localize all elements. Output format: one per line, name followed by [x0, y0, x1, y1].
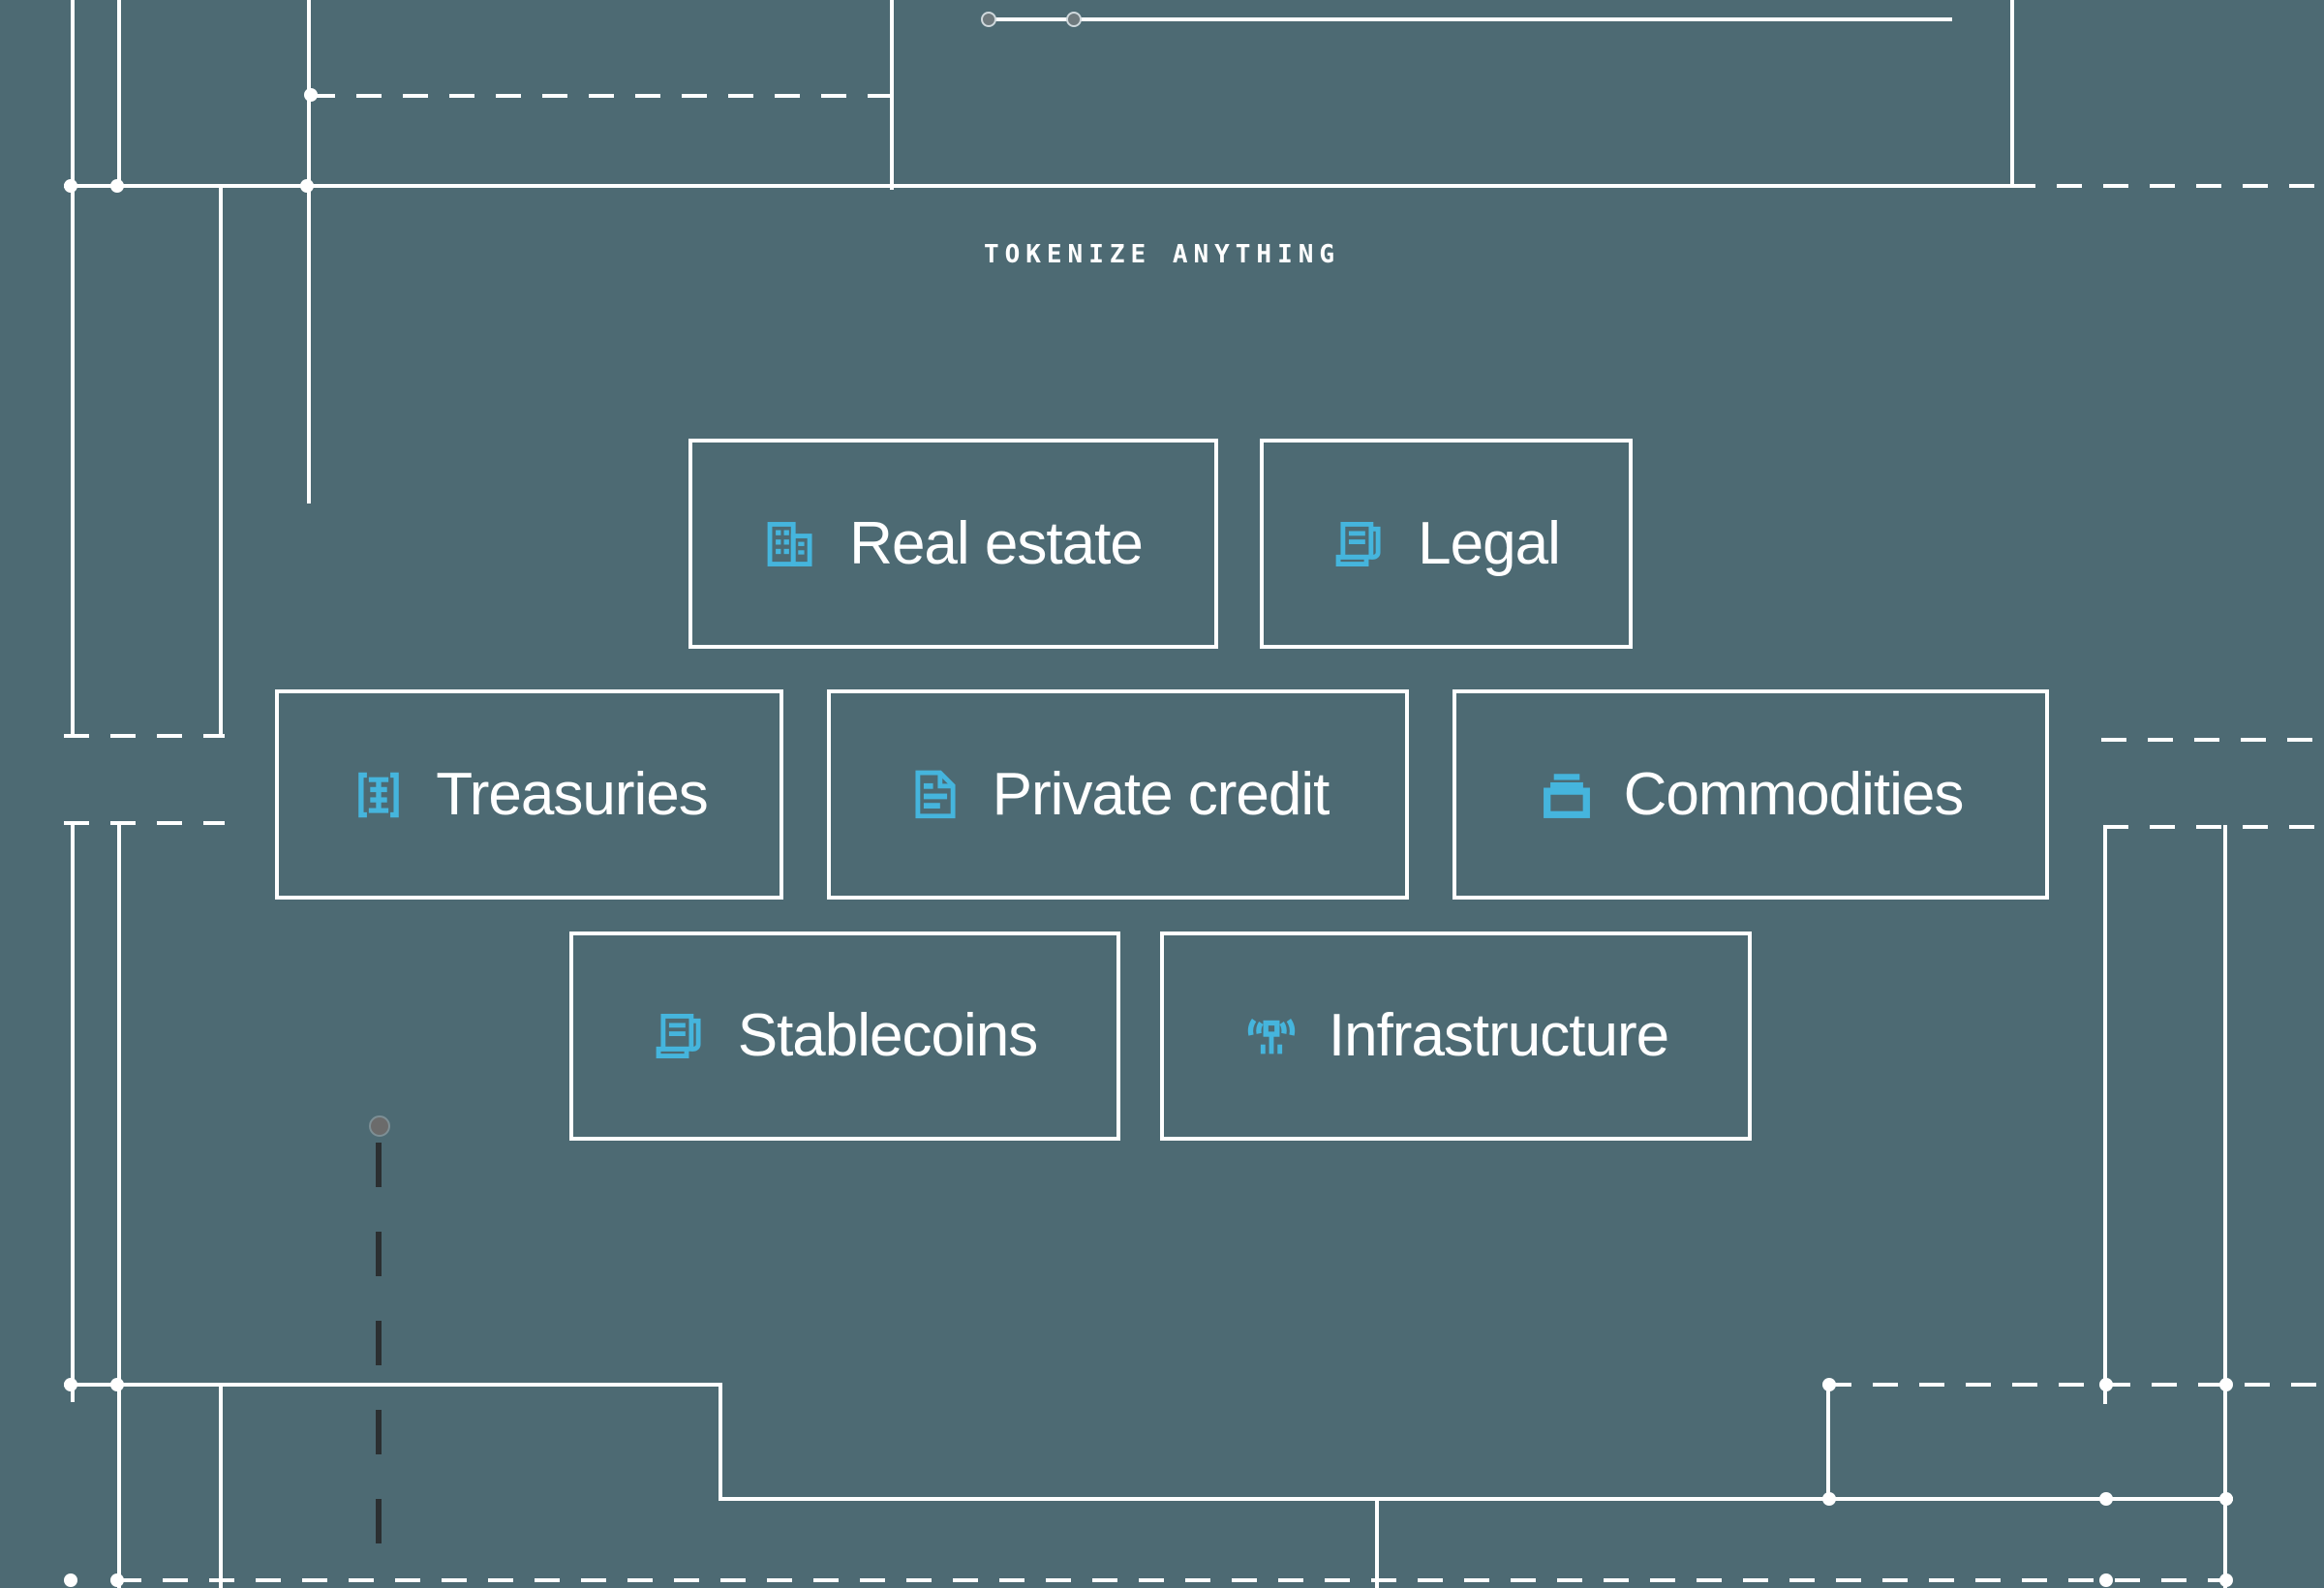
top-rail-handle-1[interactable] — [981, 12, 996, 27]
category-label: Legal — [1418, 509, 1561, 577]
grid-node-br-b — [2099, 1378, 2113, 1391]
grid-node-bottom-d — [2219, 1573, 2233, 1587]
grid-dash-upper-right — [2010, 184, 2324, 188]
grid-vline-left-h — [71, 821, 75, 1402]
grid-node-br-e — [2099, 1492, 2113, 1506]
grid-hline-lower — [64, 1383, 722, 1387]
dark-dashed-branch — [376, 1143, 382, 1588]
grid-node-bl-b — [110, 1378, 124, 1391]
top-rail-dashed-tail — [1075, 17, 1956, 21]
grid-vline-bottom-b — [1375, 1497, 1379, 1588]
grid-vline-left-a — [71, 0, 75, 190]
grid-vline-bottom-a — [719, 1383, 722, 1501]
grid-node-br-a — [1822, 1378, 1836, 1391]
page-title: TOKENIZE ANYTHING — [983, 240, 1341, 269]
grid-vline-left-e — [71, 184, 75, 736]
grid-vline-left-j — [219, 1385, 223, 1588]
grid-vline-right-d — [1826, 1383, 1830, 1499]
grid-node-bottom-b — [110, 1573, 124, 1587]
category-pill-private-credit[interactable]: Private credit — [827, 689, 1409, 900]
grid-vline-left-b — [117, 0, 121, 190]
grid-vline-right-b — [2103, 825, 2107, 1404]
grid-node-br-c — [2219, 1378, 2233, 1391]
grid-vline-left-i — [117, 821, 121, 1588]
grid-node-bottom-c — [2099, 1573, 2113, 1587]
grid-dash-bottom — [116, 1578, 2227, 1582]
grid-node-bl-a — [64, 1378, 77, 1391]
category-label: Private credit — [992, 760, 1330, 828]
category-pill-legal[interactable]: Legal — [1260, 439, 1633, 649]
dark-branch-node — [369, 1115, 390, 1137]
grid-vline-left-f — [219, 184, 223, 736]
grid-node-ul-b — [110, 179, 124, 193]
category-pill-commodities[interactable]: Commodities — [1452, 689, 2049, 900]
category-label: Treasuries — [436, 760, 709, 828]
grid-vline-right-a — [2010, 0, 2014, 184]
category-label: Stablecoins — [737, 1002, 1039, 1069]
grid-node-bottom-a — [64, 1573, 77, 1587]
grid-dash-right-1 — [2101, 738, 2324, 742]
document-icon — [907, 767, 963, 823]
scroll-icon — [1332, 516, 1389, 572]
category-label: Infrastructure — [1328, 1002, 1669, 1069]
grid-dash-right-2 — [2103, 825, 2324, 829]
grid-dash-left-2 — [64, 821, 225, 825]
antenna-icon — [1243, 1008, 1300, 1064]
building-icon — [764, 516, 820, 572]
grid-dash-right-3 — [1826, 1383, 2324, 1387]
stacked-box-icon — [1539, 767, 1595, 823]
grid-dash-top-mid — [310, 94, 891, 98]
category-pill-infrastructure[interactable]: Infrastructure — [1160, 931, 1752, 1141]
grid-vline-mid-h — [890, 0, 894, 184]
grid-vline-right-c — [2223, 825, 2227, 1588]
category-pill-treasuries[interactable]: Treasuries — [275, 689, 783, 900]
grid-node-br-f — [2219, 1492, 2233, 1506]
grid-dash-left-1 — [64, 734, 225, 738]
category-label: Commodities — [1623, 760, 1965, 828]
grid-hline-lower-right — [722, 1497, 2233, 1501]
grid-hline-upper — [64, 184, 2010, 188]
category-pill-stablecoins[interactable]: Stablecoins — [569, 931, 1120, 1141]
scroll-icon — [653, 1008, 709, 1064]
category-pill-real-estate[interactable]: Real estate — [688, 439, 1218, 649]
grid-vline-left-g — [307, 184, 311, 504]
category-label: Real estate — [849, 509, 1144, 577]
top-rail-handle-2[interactable] — [1066, 12, 1082, 27]
grid-node-br-d — [1822, 1492, 1836, 1506]
dollar-bracket-icon — [351, 767, 407, 823]
